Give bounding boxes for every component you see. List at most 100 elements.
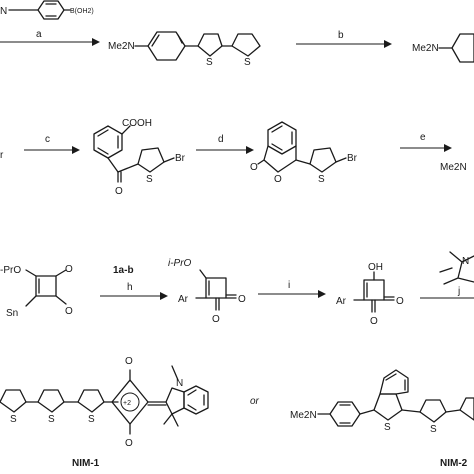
carbonyl-bond (257, 159, 265, 165)
lactone-ring (263, 145, 297, 173)
bond (445, 409, 461, 413)
charge-label: +2 (123, 400, 131, 407)
or-label: or (250, 396, 260, 407)
bromo-d: Br (347, 153, 358, 164)
bond (117, 163, 139, 173)
arrowhead (246, 146, 254, 154)
boronic-acid: B(OH2) (70, 8, 94, 15)
thiophene-ring-2 (231, 33, 261, 57)
oxide-bottom: O (125, 438, 133, 449)
sulfur-nim1-2: S (48, 414, 55, 425)
reagent-start-n: N (0, 6, 7, 17)
carbonyl-bond (383, 296, 395, 301)
carbonyl-bond (371, 299, 376, 313)
ipro-start: -PrO (0, 265, 21, 276)
amine-b: Me2N (412, 43, 439, 54)
bond (335, 157, 347, 163)
squaric-ring (35, 275, 57, 297)
acid-label: COOH (122, 118, 152, 129)
bond (55, 269, 67, 277)
thiophene-ring (309, 147, 337, 173)
bromo-c: Br (175, 153, 186, 164)
ketone-oxygen: O (115, 186, 123, 197)
hydroxy: OH (368, 262, 383, 273)
step-e-label: e (420, 132, 426, 143)
step-b-label: b (338, 30, 344, 41)
nim2-label: NIM-2 (440, 458, 468, 469)
row-3: -PrO O O Sn 1a-b h i-PrO Ar O O i OH Ar (0, 251, 474, 327)
oxo-4: O (212, 314, 220, 325)
arrowhead (444, 144, 452, 152)
indolium-n: N (462, 256, 469, 267)
step-i-label: i (288, 280, 290, 291)
nim1-label: NIM-1 (72, 458, 100, 469)
methine-bond (147, 401, 167, 406)
row-1: N B(OH2) a Me2N S S b Me2N (0, 0, 474, 68)
arrowhead (318, 290, 326, 298)
gem-dimethyl (163, 413, 179, 427)
benzo-ring (379, 369, 409, 395)
row-4: S S S +2 O O N or Me2N S S (0, 356, 474, 469)
bond (55, 295, 67, 305)
bond (121, 125, 131, 135)
oxo-5: O (396, 296, 404, 307)
cyclohexadiene-ring (147, 31, 186, 61)
step-h-label: h (127, 282, 133, 293)
aromatic-bonds (187, 389, 205, 411)
sulfur-nim2-1: S (384, 422, 391, 433)
benzene-ring (93, 125, 123, 159)
sulfur-row2-2: S (318, 174, 325, 185)
thiophene-ring-3 (77, 389, 105, 413)
squaric-ring (363, 279, 385, 301)
indolium-fragment (439, 251, 474, 285)
sulfur-row1-1: S (206, 57, 213, 68)
double-bonds (151, 34, 183, 47)
aromatic-bonds (271, 125, 293, 151)
aromatic-bonds (97, 129, 119, 155)
compound-1ab-label: 1a-b (113, 265, 134, 276)
aromatic-bonds (385, 373, 406, 391)
ar-mid: Ar (178, 294, 189, 305)
oxo-1: O (65, 264, 73, 275)
charge-circle (120, 392, 140, 412)
bond (25, 269, 37, 277)
ar-right: Ar (336, 296, 347, 307)
n-indole: N (176, 378, 183, 389)
sulfur-row1-2: S (244, 57, 251, 68)
bond (25, 295, 37, 307)
step-j-label: j (457, 286, 460, 297)
lactone-carbonyl-o: O (250, 162, 258, 173)
thiophene-ring-1 (197, 33, 223, 57)
sulfur-nim2-2: S (430, 424, 437, 435)
sulfur-nim1-1: S (10, 414, 17, 425)
carbonyl-bond (117, 171, 122, 183)
benzene-ring-partial (451, 33, 474, 63)
step-c-label: c (45, 134, 50, 145)
amine-nim2: Me2N (290, 410, 317, 421)
oxo-2: O (65, 306, 73, 317)
aromatic-bonds (339, 404, 351, 424)
bond (107, 157, 119, 173)
sulfur-row2-1: S (146, 174, 153, 185)
aromatic-bonds (45, 3, 57, 17)
bond (199, 269, 207, 279)
arrowhead (72, 146, 80, 154)
arrowhead (160, 292, 168, 300)
bond (295, 159, 311, 165)
thiophene-ring-partial (459, 397, 474, 421)
indoline-five-ring (165, 387, 185, 415)
ring-oxygen: O (274, 174, 282, 185)
sulfur-nim1-3: S (88, 414, 95, 425)
bond (359, 409, 375, 415)
thiophene-ring (419, 399, 447, 423)
ipro-mid: i-PrO (168, 258, 192, 269)
thiophene-ring-2 (37, 389, 65, 413)
indoline-benzene (183, 385, 209, 415)
arrowhead (384, 40, 392, 48)
amine-a: Me2N (108, 41, 135, 52)
step-a-label: a (36, 29, 42, 40)
oxo-3: O (238, 294, 246, 305)
n-methyl-bond (171, 365, 179, 381)
